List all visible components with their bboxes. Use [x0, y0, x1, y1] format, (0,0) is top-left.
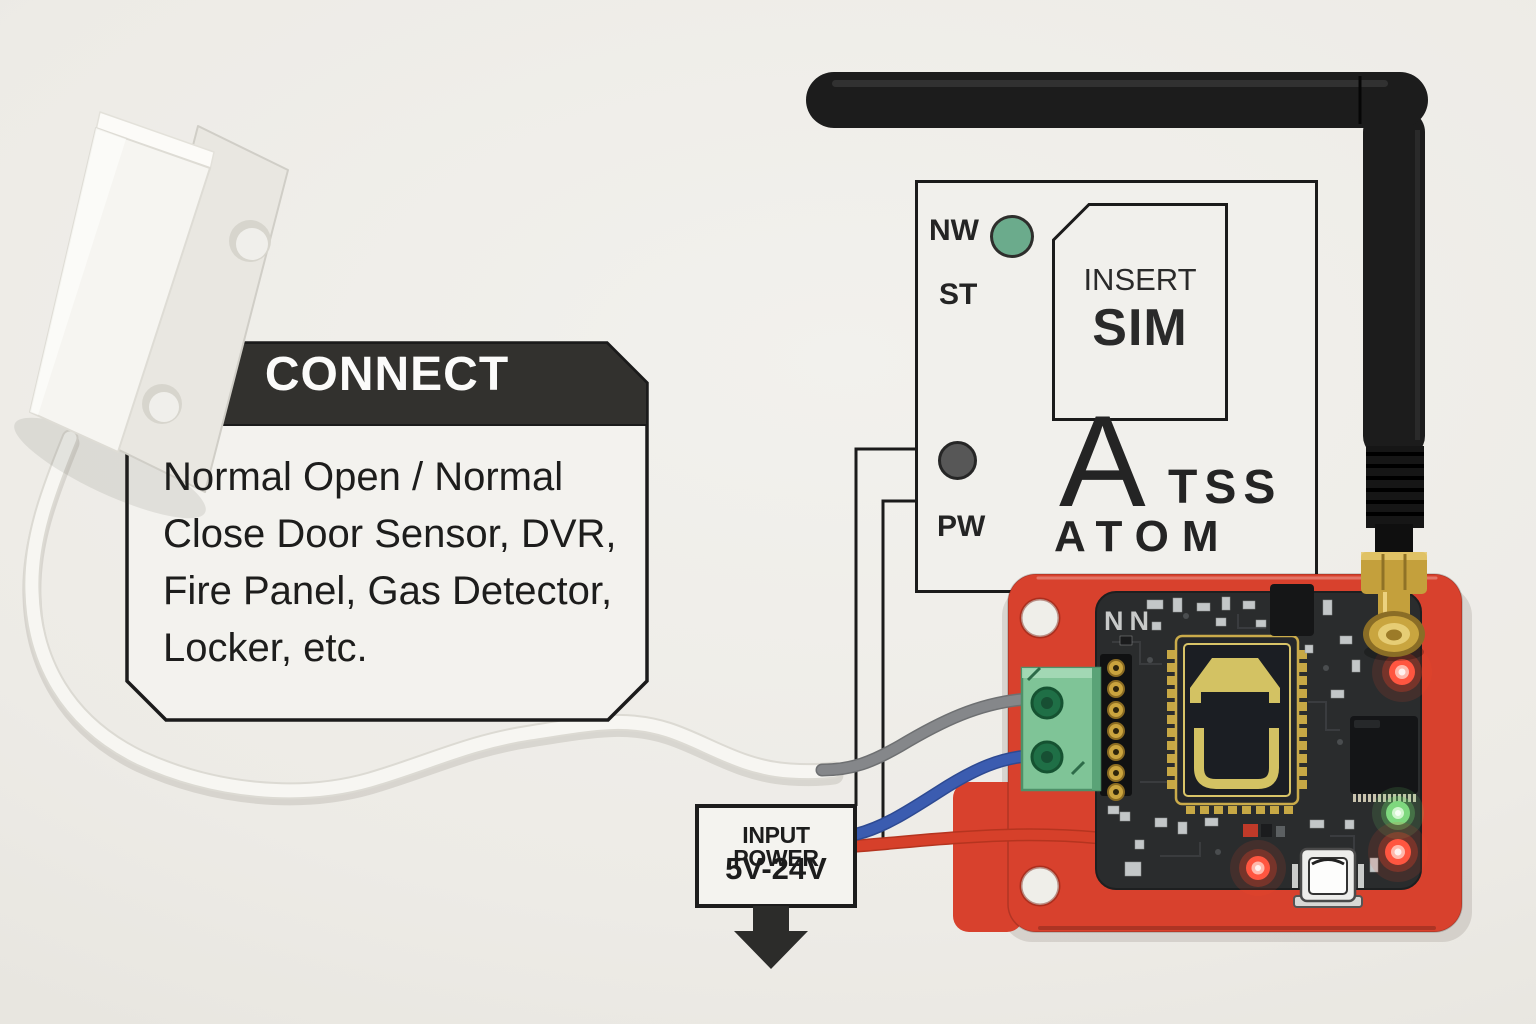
mounting-hole-icon [1019, 597, 1061, 639]
mounting-hole-icon [1019, 865, 1061, 907]
input-power-voltage: 5V-24V [725, 851, 827, 886]
st-label: ST [939, 278, 978, 311]
power-led-icon [938, 441, 977, 480]
rf-module-chip [1270, 584, 1314, 636]
input-power-label: INPUT POWER [733, 822, 819, 871]
pin-header [1100, 654, 1132, 801]
sim-icon [1190, 658, 1280, 703]
red-led-icon [1230, 840, 1286, 896]
sim-module [1167, 634, 1307, 814]
antenna [806, 72, 1428, 458]
insert-sim-text-1: INSERT [1083, 262, 1197, 297]
pcb-vias [1147, 613, 1343, 855]
sim-bracket-icon [1194, 728, 1279, 789]
leader-lines [854, 447, 915, 842]
pcb-silkscreen-label: NN [1104, 606, 1155, 636]
connect-box-title: CONNECT [264, 348, 510, 401]
insert-sim-text-2: SIM [1092, 299, 1188, 357]
sim-card-outline-icon [1052, 203, 1228, 421]
red-led-icon [1372, 642, 1432, 702]
down-arrow-icon [734, 906, 808, 969]
network-led-icon [990, 215, 1034, 258]
small-red-component [1243, 824, 1285, 837]
door-sensor [14, 111, 289, 519]
board-leds [1230, 642, 1432, 896]
connect-box-body: Normal Open / Normal Close Door Sensor, … [163, 455, 617, 670]
green-led-icon [1372, 787, 1424, 839]
connect-box [125, 341, 649, 722]
smd-components [1107, 596, 1379, 877]
sensor-cable [22, 429, 844, 806]
insert-sim-slot: INSERT SIM [1052, 203, 1228, 421]
nw-label: NW [929, 214, 979, 247]
gsm-board [815, 446, 1472, 942]
brand-logo-name: ATOM [1054, 512, 1232, 561]
usb-connector [1292, 847, 1364, 908]
brand-logo-suffix: TSS [1168, 461, 1283, 514]
input-power-box [695, 804, 857, 969]
brand-logo-initial: A [1059, 388, 1146, 534]
main-ic-chip [1350, 716, 1418, 802]
castellation-pads [1167, 650, 1307, 814]
sma-connector [1361, 446, 1427, 661]
status-panel: NW ST PW INSERT SIM A TSS ATOM [915, 180, 1318, 593]
terminal-block [1020, 666, 1102, 792]
red-led-icon [1368, 822, 1428, 882]
pw-label: PW [937, 510, 986, 543]
